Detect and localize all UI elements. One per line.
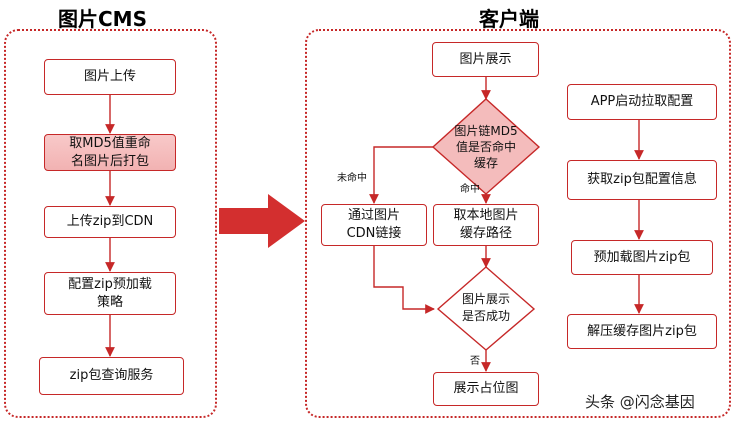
edge-label-miss: 未命中 — [337, 173, 367, 184]
client-show-placeholder: 展示占位图 — [433, 372, 539, 406]
edge-label-no: 否 — [470, 356, 480, 367]
cms-title: 图片CMS — [58, 7, 147, 31]
edge-label-hit: 命中 — [460, 184, 480, 195]
md5-cache-decision-label: 图片链MD5 值是否命中 缓存 — [454, 124, 518, 170]
client-panel — [305, 29, 731, 418]
client-load-from-cdn: 通过图片 CDN链接 — [321, 204, 427, 246]
cms-step-upload-zip-cdn: 上传zip到CDN — [44, 206, 176, 238]
client-load-local-cache: 取本地图片 缓存路径 — [433, 204, 539, 246]
client-image-show: 图片展示 — [432, 42, 539, 77]
cms-panel — [4, 29, 217, 418]
cms-step-md5-rename-pack: 取MD5值重命 名图片后打包 — [44, 134, 176, 171]
cms-step-upload-image: 图片上传 — [44, 59, 176, 95]
transfer-arrow — [219, 194, 305, 248]
client-arrow-cdn-to-success — [373, 246, 435, 314]
app-step-get-zip-config: 获取zip包配置信息 — [567, 160, 717, 200]
md5-cache-diamond — [431, 98, 541, 195]
app-step-fetch-config: APP启动拉取配置 — [567, 84, 717, 120]
client-arrow-miss — [369, 146, 433, 204]
success-diamond — [436, 266, 536, 351]
cms-step-preload-strategy: 配置zip预加载 策略 — [44, 272, 176, 315]
app-step-unzip-cache: 解压缓存图片zip包 — [567, 314, 717, 349]
cms-step-zip-query-service: zip包查询服务 — [39, 357, 184, 395]
client-title: 客户端 — [479, 7, 539, 31]
watermark-text: 头条 @闪念基因 — [585, 393, 695, 411]
success-decision-label: 图片展示 是否成功 — [461, 292, 510, 323]
app-step-preload-zip: 预加载图片zip包 — [571, 240, 713, 275]
